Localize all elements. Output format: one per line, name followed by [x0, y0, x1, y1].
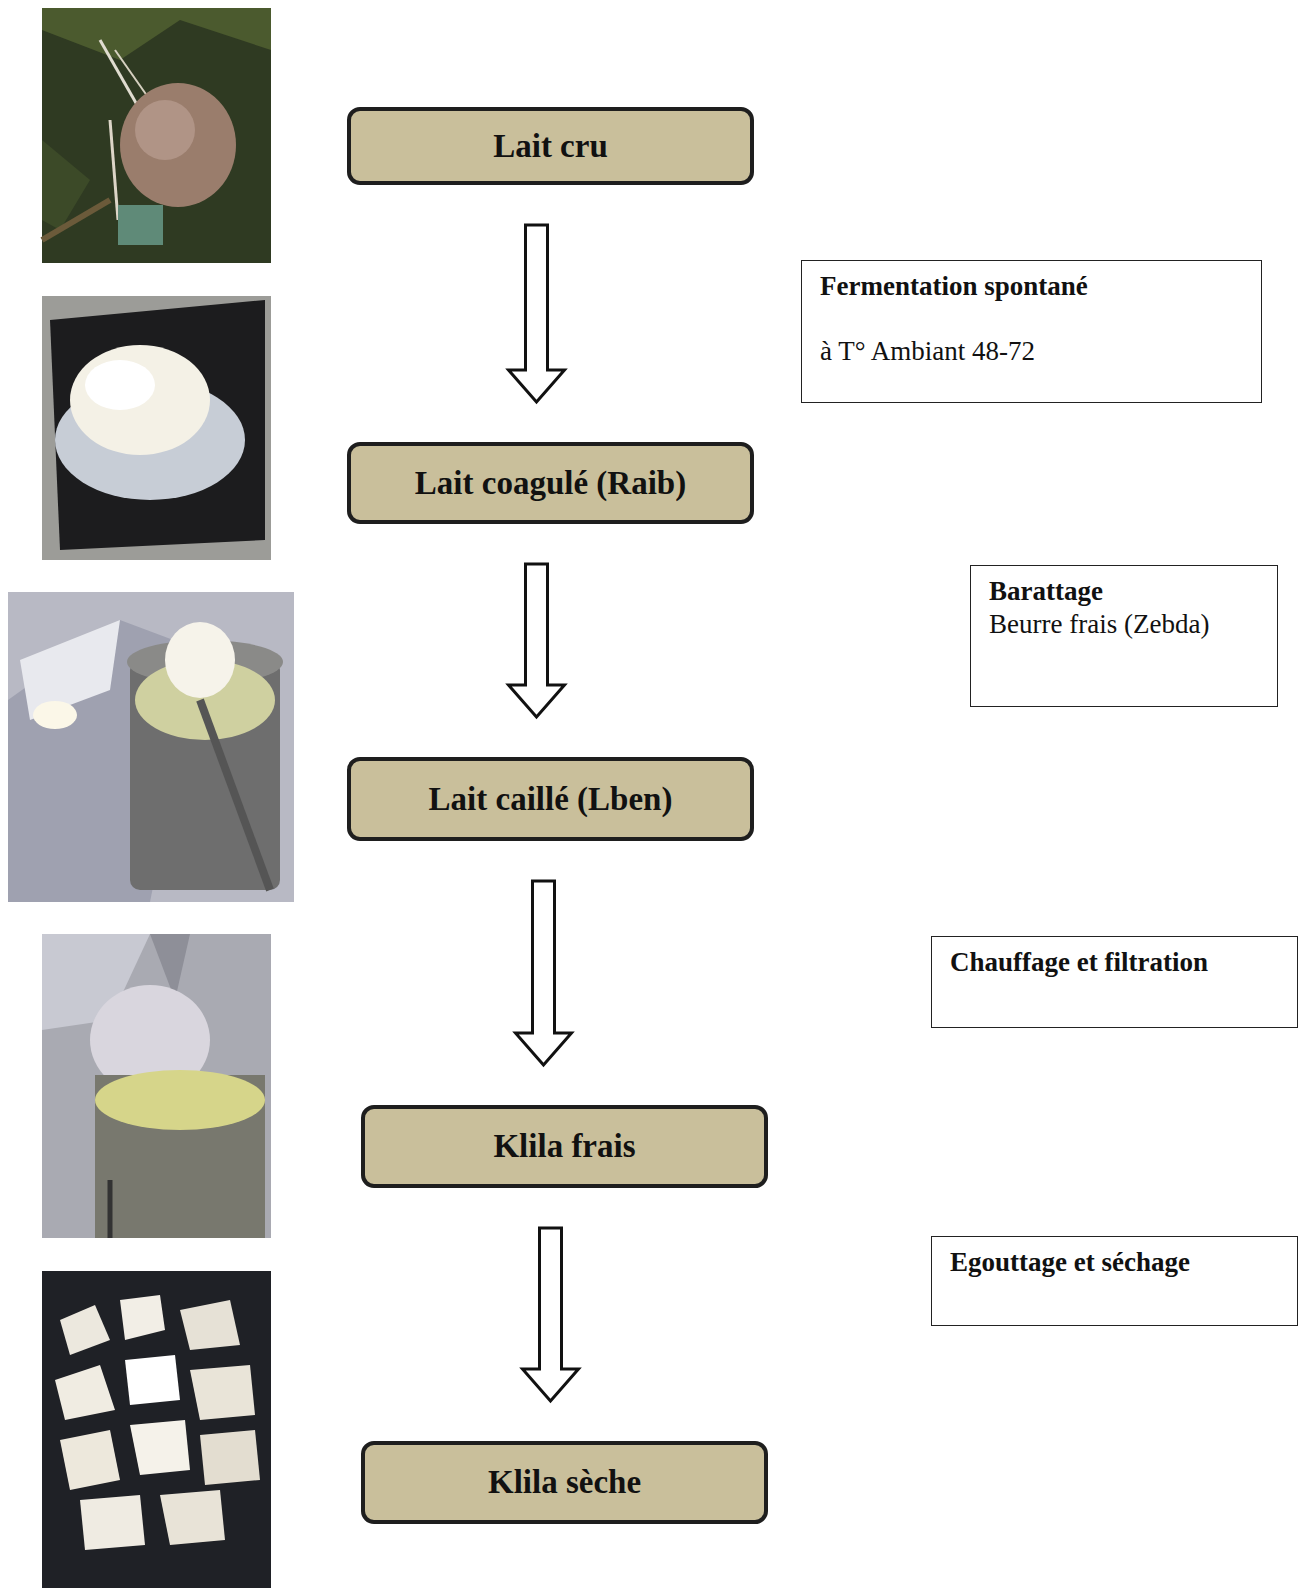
- note-box: Chauffage et filtration: [931, 936, 1298, 1028]
- flow-arrow: [516, 881, 572, 1065]
- box-label: Lait coagulé (Raib): [415, 465, 686, 502]
- process-box: Lait coagulé (Raib): [347, 442, 754, 524]
- photo-barattage: [8, 592, 294, 902]
- flow-arrow: [523, 1228, 579, 1401]
- process-box: Klila frais: [361, 1105, 768, 1188]
- note-box: Egouttage et séchage: [931, 1236, 1298, 1326]
- photo-goatskin: [42, 8, 271, 263]
- note-box: Fermentation spontané à T° Ambiant 48-72: [801, 260, 1262, 403]
- note-box: BarattageBeurre frais (Zebda): [970, 565, 1278, 707]
- process-box: Lait cru: [347, 107, 754, 185]
- step-title: Barattage: [989, 576, 1259, 607]
- photo-filtration: [42, 934, 271, 1238]
- box-label: Lait cru: [493, 128, 608, 165]
- process-box: Klila sèche: [361, 1441, 768, 1524]
- step-title: Egouttage et séchage: [950, 1247, 1279, 1278]
- step-note: à T° Ambiant 48-72: [820, 336, 1243, 367]
- step-title: Chauffage et filtration: [950, 947, 1279, 978]
- photo-raib: [42, 296, 271, 560]
- photo-klila-seche: [42, 1271, 271, 1588]
- box-label: Lait caillé (Lben): [429, 781, 673, 818]
- box-label: Klila frais: [493, 1128, 635, 1165]
- step-note: Beurre frais (Zebda): [989, 609, 1259, 640]
- flow-arrow: [509, 564, 565, 717]
- box-label: Klila sèche: [488, 1464, 641, 1501]
- flow-arrow: [509, 225, 565, 402]
- step-title: Fermentation spontané: [820, 271, 1243, 302]
- process-box: Lait caillé (Lben): [347, 757, 754, 841]
